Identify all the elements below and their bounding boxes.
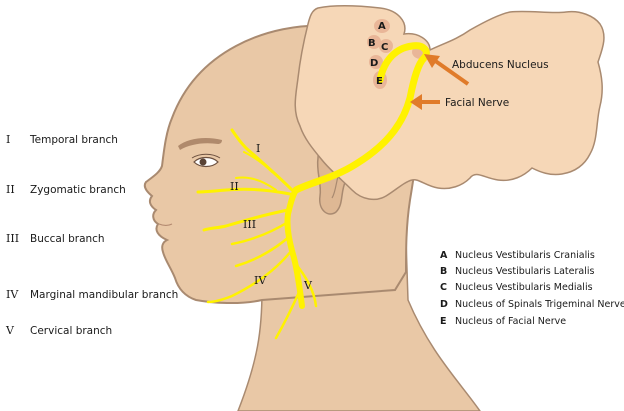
facial-nerve-arrow-icon xyxy=(410,94,440,110)
nucleus-blob-d xyxy=(369,55,383,69)
nucleus-letter: D xyxy=(440,299,448,310)
nucleus-blob-a xyxy=(374,19,390,33)
nucleus-letter: B xyxy=(440,266,448,277)
face-label-iii: III xyxy=(243,218,256,231)
nucleus-item-d: D Nucleus of Spinals Trigeminal Nerve xyxy=(440,299,624,310)
nucleus-blob-b xyxy=(367,35,381,49)
nucleus-letter: C xyxy=(440,282,447,293)
eyebrow xyxy=(178,138,222,150)
branch-numeral: IV xyxy=(6,288,19,301)
nucleus-marker-d: D xyxy=(370,58,378,69)
face-label-ii: II xyxy=(230,180,239,193)
nucleus-name: Nucleus of Facial Nerve xyxy=(455,316,567,327)
nucleus-name: Nucleus Vestibularis Medialis xyxy=(455,282,593,293)
nucleus-blob-c xyxy=(379,39,393,53)
nucleus-item-c: C Nucleus Vestibularis Medialis xyxy=(440,282,593,293)
branch-name: Zygomatic branch xyxy=(30,184,126,196)
abducens-arrow-icon xyxy=(424,54,470,86)
nucleus-name: Nucleus Vestibularis Lateralis xyxy=(455,266,595,277)
facial-nerve-label: Facial Nerve xyxy=(445,97,509,109)
nucleus-item-e: E Nucleus of Facial Nerve xyxy=(440,316,566,327)
branch-item-cervical: V Cervical branch xyxy=(6,324,112,337)
branch-name: Buccal branch xyxy=(30,233,105,245)
branch-item-temporal: I Temporal branch xyxy=(6,133,118,146)
branch-numeral: III xyxy=(6,232,20,245)
nucleus-marker-e: E xyxy=(376,76,383,87)
branch-numeral: I xyxy=(6,133,11,146)
nucleus-name: Nucleus Vestibularis Cranialis xyxy=(455,250,595,261)
nucleus-item-b: B Nucleus Vestibularis Lateralis xyxy=(440,266,594,277)
branch-item-buccal: III Buccal branch xyxy=(6,232,105,245)
branch-item-marginal-mandibular: IV Marginal mandibular branch xyxy=(6,288,178,301)
abducens-nucleus-label: Abducens Nucleus xyxy=(452,59,549,71)
branch-name: Temporal branch xyxy=(30,134,118,146)
branch-name: Marginal mandibular branch xyxy=(30,289,179,301)
facial-nerve xyxy=(196,42,430,340)
lips xyxy=(158,223,173,227)
branch-legend: I Temporal branch II Zygomatic branch III B… xyxy=(0,0,200,411)
face-label-i: I xyxy=(256,142,260,155)
branch-item-zygomatic: II Zygomatic branch xyxy=(6,183,126,196)
face-label-iv: IV xyxy=(254,274,267,287)
face-label-v: V xyxy=(303,279,313,292)
nucleus-letter: E xyxy=(440,316,447,327)
branch-numeral: V xyxy=(6,324,14,337)
nucleus-marker-c: C xyxy=(381,42,388,53)
branch-numeral: II xyxy=(6,183,15,196)
nucleus-letter: A xyxy=(440,250,448,261)
eye-icon xyxy=(191,153,221,168)
nucleus-marker-b: B xyxy=(368,38,376,49)
nucleus-item-a: A Nucleus Vestibularis Cranialis xyxy=(440,250,595,261)
nucleus-name: Nucleus of Spinals Trigeminal Nerve xyxy=(455,299,624,310)
branch-name: Cervical branch xyxy=(30,325,113,337)
nucleus-marker-a: A xyxy=(378,21,386,32)
